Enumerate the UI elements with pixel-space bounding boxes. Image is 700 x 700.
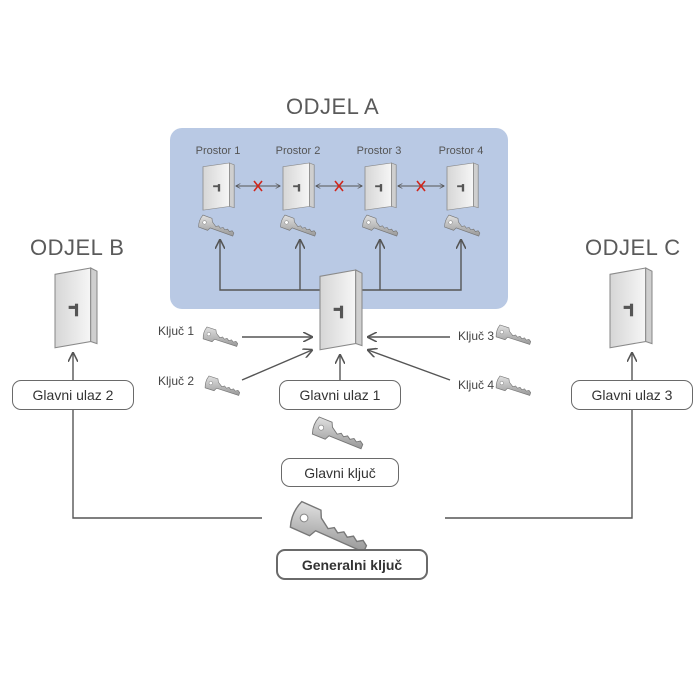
key-2-label: Ključ 2 xyxy=(158,374,195,388)
dept-c-door-icon xyxy=(609,267,653,349)
dept-a-title: ODJEL A xyxy=(286,94,380,119)
key-access-arrows xyxy=(73,337,632,381)
room-3-door-icon xyxy=(364,162,397,211)
no-access-cross-icon xyxy=(253,180,426,192)
key-4-label: Ključ 4 xyxy=(458,378,495,392)
room-1-label: Prostor 1 xyxy=(195,145,241,157)
dept-b-door-icon xyxy=(54,267,98,349)
dept-b-title: ODJEL B xyxy=(30,235,125,260)
master-key-box: Glavni ključ xyxy=(281,458,399,487)
key-2-icon xyxy=(203,375,242,399)
main-entrance-3-box: Glavni ulaz 3 xyxy=(571,380,693,410)
dept-a-panel xyxy=(170,128,508,309)
room-4-door-icon xyxy=(446,162,479,211)
room-2-label: Prostor 2 xyxy=(275,145,321,157)
room-1-door-icon xyxy=(202,162,235,211)
key-1-icon xyxy=(201,326,240,350)
key-3-label: Ključ 3 xyxy=(458,329,495,343)
dept-c-title: ODJEL C xyxy=(585,235,681,260)
room-2-door-icon xyxy=(282,162,315,211)
key-4-icon xyxy=(494,375,533,399)
main-entrance-2-box: Glavni ulaz 2 xyxy=(12,380,134,410)
main-door-1-icon xyxy=(319,269,363,351)
room-access-lines xyxy=(220,240,461,291)
grand-master-key-box: Generalni ključ xyxy=(276,549,428,580)
room-4-label: Prostor 4 xyxy=(438,145,484,157)
key-3-icon xyxy=(494,324,533,348)
master-key-icon xyxy=(310,415,367,454)
room-3-label: Prostor 3 xyxy=(356,145,402,157)
key-1-label: Ključ 1 xyxy=(158,324,195,338)
main-entrance-1-box: Glavni ulaz 1 xyxy=(279,380,401,410)
grand-master-access-lines xyxy=(72,410,633,519)
